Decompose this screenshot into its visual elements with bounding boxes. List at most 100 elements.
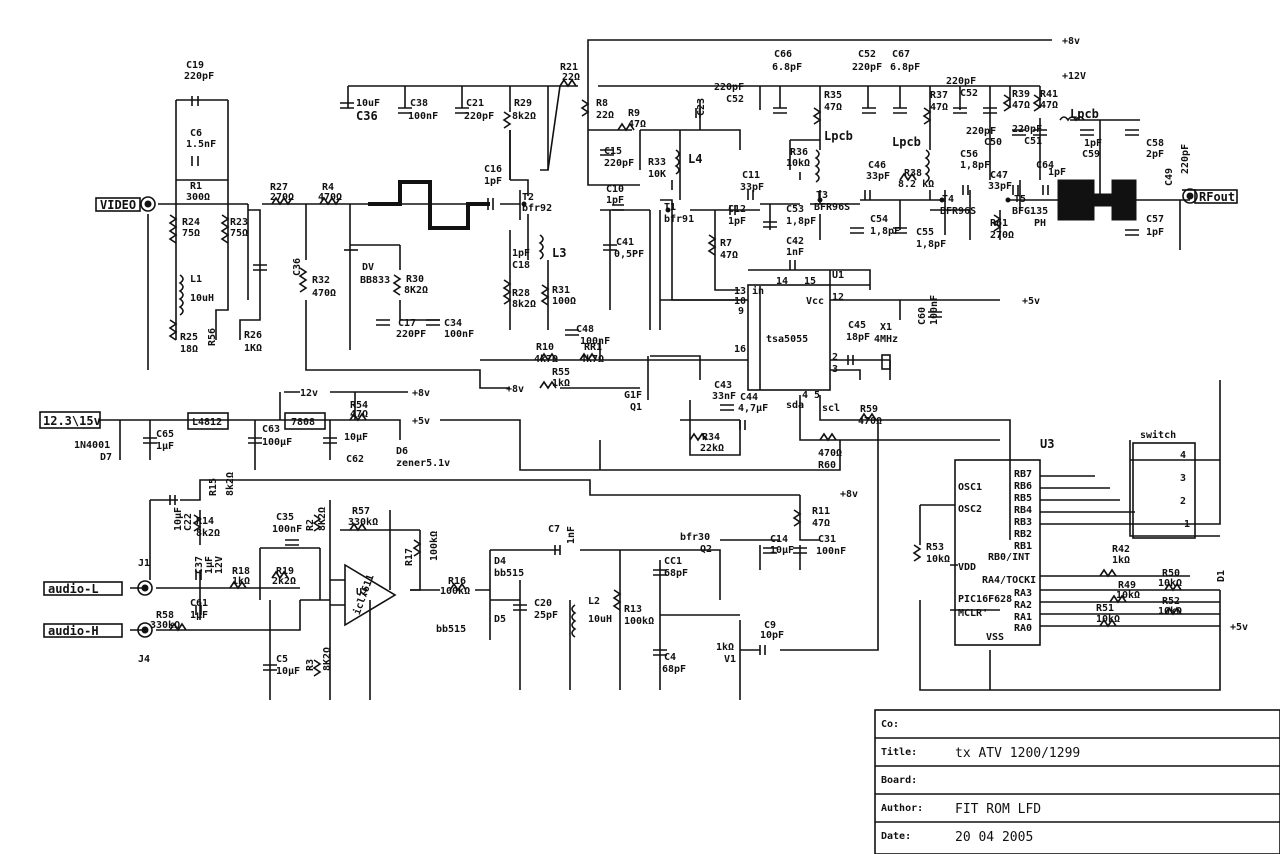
r55-value: 1kΩ [552, 378, 570, 389]
reg-5v-label: +5v [412, 416, 430, 427]
t3-label: T3 [816, 190, 828, 201]
switch-label: switch [1140, 429, 1176, 441]
r35-label: R35 [824, 90, 842, 101]
c20-value: 25pF [534, 610, 558, 621]
microstrip-block-1 [1057, 179, 1095, 221]
r37-value: 47Ω [930, 102, 948, 113]
c47-value: 33pF [988, 181, 1012, 192]
r54-value: 47Ω [350, 409, 368, 420]
u1-label: U1 [832, 270, 844, 281]
labels: VIDEO RFout audio-L audio-H 12.3\15v +8v… [39, 36, 1248, 845]
pin9-label: 9 [738, 306, 744, 317]
r13-label: R13 [624, 604, 642, 615]
r26-value: 1KΩ [244, 343, 262, 354]
scl-label: scl [822, 403, 840, 414]
r36-value: 10kΩ [786, 158, 810, 169]
c35-label: C35 [276, 512, 294, 523]
icl7611-opamp[interactable] [344, 563, 397, 627]
r41-label: R41 [1040, 89, 1058, 100]
r17-label: R17 [404, 548, 415, 566]
rf-out-connector[interactable] [1182, 188, 1198, 204]
c10-value: 1pF [606, 195, 624, 206]
c58-value: 2pF [1146, 149, 1164, 160]
r3-value: 8K2Ω [322, 647, 333, 671]
c45-value: 18pF [846, 332, 870, 343]
r34-label: R34 [702, 432, 720, 443]
r3-label: R3 [305, 659, 316, 671]
osc2-label: OSC2 [958, 504, 982, 515]
c21-label: C21 [466, 98, 484, 109]
audio-8v-label: +8v [840, 489, 858, 500]
rb1-label: RB1 [1014, 541, 1032, 552]
pic16f628-ic[interactable] [954, 459, 1041, 646]
c60-label: C60 [917, 307, 928, 325]
d5-value: bb515 [436, 624, 466, 635]
r23-label: R23 [230, 217, 248, 228]
r52-label: R52 [1162, 596, 1180, 607]
c35-value: 100nF [272, 524, 302, 535]
t4-value: BFR96S [940, 206, 976, 217]
r9-label: R9 [628, 108, 640, 119]
r9-value: 47Ω [628, 119, 646, 130]
d5-label: D5 [494, 614, 506, 625]
c17-label: C17 [398, 318, 416, 329]
r59-value: 470Ω [858, 416, 882, 427]
t1-value: bfr91 [664, 214, 694, 225]
c10-label: C10 [606, 184, 624, 195]
rr1-value: 4k7Ω [580, 354, 604, 365]
sda-label: sda [786, 400, 804, 411]
r28-value: 8k2Ω [512, 299, 536, 310]
c6-value: 1.5nF [186, 139, 216, 150]
c52b-label: C52 [858, 49, 876, 60]
c67-value: 6.8pF [890, 62, 920, 73]
j1-connector[interactable] [137, 580, 153, 596]
c38-value: 100nF [408, 111, 438, 122]
c51-label: C51 [1024, 136, 1042, 147]
t5-label: T5 [1014, 194, 1026, 205]
mclr-label: MCLR' [958, 608, 988, 619]
pic-label: PIC16F628 [958, 594, 1012, 605]
dip-switch[interactable] [1132, 442, 1196, 539]
ra0-label: RA0 [1014, 623, 1032, 634]
c44-value: 4,7µF [738, 403, 768, 414]
c7-value: 1nF [566, 526, 577, 544]
r57-label: R57 [352, 506, 370, 517]
c44-label: C44 [740, 392, 758, 403]
c59-value: 1pF [1084, 138, 1102, 149]
c54-value: 1,8pF [870, 226, 900, 237]
c59-label: C59 [1082, 149, 1100, 160]
r58-label: R58 [156, 610, 174, 621]
c36b-label: C36 [292, 258, 303, 276]
c31-value: 100nF [816, 546, 846, 557]
c11-value: 33pF [740, 182, 764, 193]
c54-label: C54 [870, 214, 888, 225]
t5-ph: PH [1034, 218, 1046, 229]
c57-label: C57 [1146, 214, 1164, 225]
rf-out-port-label: RFout [1199, 190, 1235, 204]
c64-value: 1pF [1048, 167, 1066, 178]
l3-label: L3 [552, 246, 566, 260]
j4-connector[interactable] [137, 622, 153, 638]
c61-value: 1µF [190, 610, 208, 621]
r16-label: R16 [448, 576, 466, 587]
r26-label: R26 [244, 330, 262, 341]
t3-value: BFR96S [814, 202, 850, 213]
tsa5055-ic[interactable] [747, 284, 831, 391]
r4-label: R4 [322, 182, 334, 193]
c52c-label: C52 [960, 88, 978, 99]
l2-label: L2 [588, 596, 600, 607]
u2-value: icl7611 [351, 573, 377, 617]
r31-value: 100Ω [552, 296, 576, 307]
r14-label: R14 [196, 516, 214, 527]
video-bnc-connector[interactable] [140, 196, 156, 212]
l1-value: 10uH [190, 293, 214, 304]
c43-value: 33nF [712, 391, 736, 402]
c37-voltage: 12V [214, 556, 225, 574]
reg-12v-label: 12v [300, 388, 318, 399]
d7-value: 1N4001 [74, 440, 110, 451]
c58-label: C58 [1146, 138, 1164, 149]
pin15-label: 15 [804, 276, 816, 287]
l4812-regulator [187, 412, 229, 430]
c45-label: C45 [848, 320, 866, 331]
d1-label: D1 [1216, 570, 1227, 582]
